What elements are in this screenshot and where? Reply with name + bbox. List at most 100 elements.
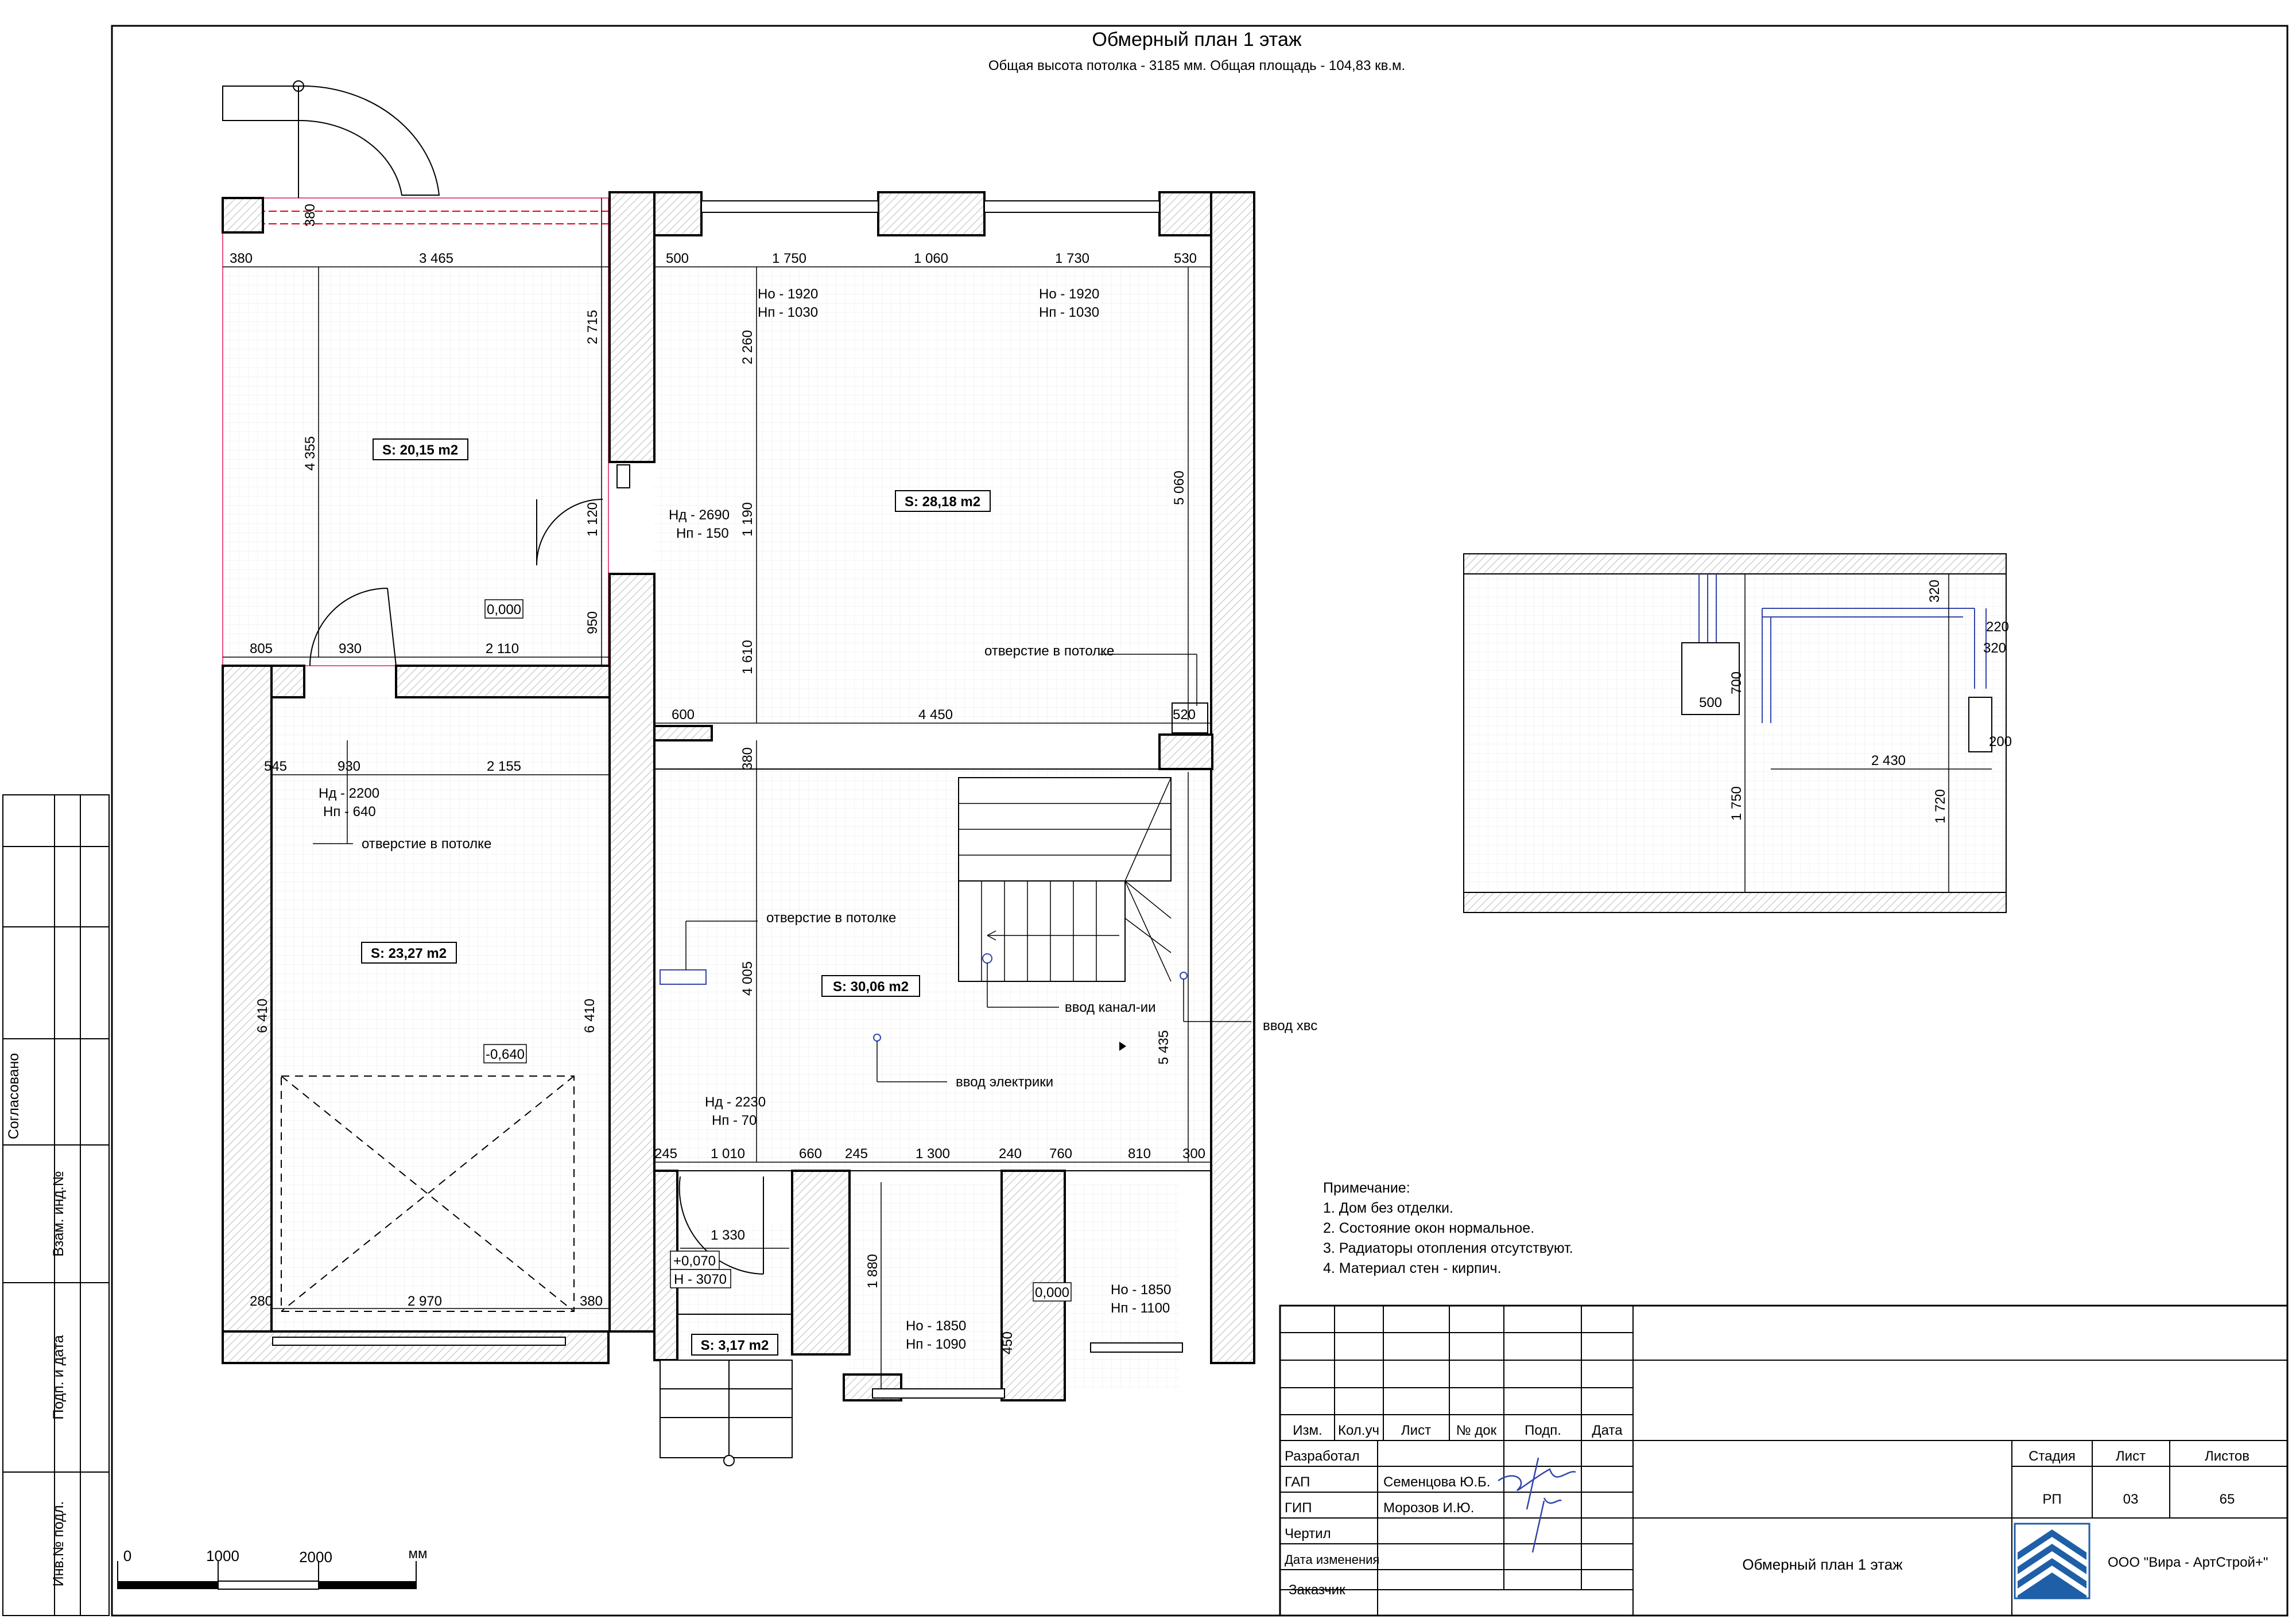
- signature-gap: [1498, 1457, 1576, 1510]
- opening-6-line2: Нп - 1090: [906, 1337, 966, 1352]
- side-stamp: [2, 794, 110, 1616]
- opening-2-line1: Но - 1920: [1039, 286, 1099, 302]
- wall-terrace-corner: [222, 197, 264, 234]
- scale-label-2: 2000: [299, 1548, 332, 1566]
- room-5-area: S: 3,17 m2: [701, 1338, 769, 1353]
- detail-dim-0: 320: [1927, 580, 1942, 603]
- level-room1: 0,000: [487, 602, 521, 618]
- dim-top-0: 380: [230, 251, 253, 266]
- dim-row4-2: 660: [799, 1146, 822, 1162]
- porch-arc: [222, 85, 440, 196]
- callouts: отверстие в потолке отверстие в потолке …: [313, 643, 1317, 1090]
- dim-v-7: 5 060: [1172, 471, 1187, 505]
- tb-stage-header-0: Стадия: [2029, 1449, 2076, 1464]
- wall-top-mid: [877, 191, 986, 236]
- opening-3-line1: Нд - 2690: [669, 507, 730, 523]
- level-vestibule: +0,070: [673, 1253, 716, 1269]
- drawing-title: Обмерный план 1 этаж: [1092, 29, 1301, 51]
- room-1-area: S: 20,15 m2: [382, 442, 458, 458]
- dim-row3-1: 930: [338, 759, 360, 774]
- entry-steps: [660, 1360, 793, 1466]
- title-block: [1279, 1304, 2289, 1617]
- dim-v-5: 950: [585, 611, 600, 634]
- tb-header-5: Дата: [1592, 1423, 1623, 1438]
- opening-2-line2: Нп - 1030: [1039, 305, 1099, 320]
- note-4: 4. Материал стен - кирпич.: [1323, 1260, 1502, 1276]
- detail-dim-8: 1 720: [1933, 789, 1948, 824]
- notes-heading: Примечание:: [1323, 1180, 1410, 1196]
- callout-water: ввод хвс: [1263, 1018, 1317, 1034]
- dim-top-2: 500: [666, 251, 689, 266]
- room-4-area: S: 30,06 m2: [833, 979, 909, 995]
- opening-notes: Но - 1920 Нп - 1030 Но - 1920 Нп - 1030 …: [319, 286, 1171, 1352]
- callout-ceiling-opening-2: отверстие в потолке: [362, 836, 491, 852]
- wall-room3-top-right: [395, 665, 611, 698]
- detail-section: 320 220 320 500 700 2 430 200 1 750 1 72…: [1463, 553, 2012, 913]
- tb-stage-header-2: Листов: [2205, 1449, 2250, 1464]
- detail-dim-5: 2 430: [1871, 753, 1906, 768]
- dim-row2-2: 2 110: [486, 641, 519, 657]
- dim-v-8: 1 610: [740, 640, 755, 674]
- floor-plan: [222, 80, 1255, 1466]
- wall-right-partition: [1158, 733, 1213, 770]
- detail-dim-4: 700: [1729, 671, 1744, 694]
- dim-row2-3: 600: [672, 707, 695, 723]
- wall-room3-left: [222, 665, 273, 1364]
- vertical-dimension-texts: 380 2 715 4 355 2 260 1 120 950 1 190 5 …: [255, 204, 1187, 1354]
- dim-top-1: 3 465: [419, 251, 453, 266]
- stamp-label-signature-date: Подп. и дата: [51, 1335, 67, 1419]
- ceiling-opening-marker: [660, 969, 707, 985]
- dim-top-3: 1 750: [772, 251, 806, 266]
- wall-mid-vertical-lower: [608, 573, 656, 1333]
- dim-v-9: 380: [740, 747, 755, 770]
- door-arc-vestibule: [678, 1176, 764, 1275]
- notes: Примечание: 1. Дом без отделки. 2. Состо…: [1323, 1180, 1573, 1276]
- scale-label-0: 0: [123, 1547, 131, 1564]
- detail-dim-7: 1 750: [1729, 786, 1744, 821]
- callout-ceiling-opening-3: отверстие в потолке: [766, 910, 896, 926]
- wall-bay-left: [791, 1170, 851, 1356]
- stamp-label-agreed: Согласовано: [6, 1053, 22, 1139]
- dim-misc-2: 450: [1000, 1331, 1015, 1354]
- opening-3-line2: Нп - 150: [676, 526, 729, 541]
- wall-mid-vertical-upper: [608, 191, 656, 463]
- sheet-frame: [111, 25, 2289, 1617]
- callout-electric: ввод электрики: [956, 1074, 1053, 1090]
- tb-stage-header-1: Лист: [2116, 1449, 2146, 1464]
- level-bay: 0,000: [1035, 1285, 1069, 1300]
- note-1: 1. Дом без отделки.: [1323, 1200, 1453, 1216]
- dimension-texts: 380 3 465 500 1 750 1 060 1 730 530 805 …: [230, 251, 1205, 1309]
- dim-row2-0: 805: [250, 641, 273, 657]
- callout-sewer: ввод канал-ии: [1065, 1000, 1156, 1015]
- window-top-2: [984, 200, 1160, 213]
- dim-bottom-0: 280: [250, 1294, 273, 1309]
- wall-room3-bottom: [222, 1330, 610, 1364]
- tb-header-0: Изм.: [1293, 1423, 1322, 1438]
- dim-row4-6: 760: [1049, 1146, 1072, 1162]
- detail-dim-6: 200: [1989, 734, 2012, 750]
- callout-ceiling-opening-1: отверстие в потолке: [984, 643, 1114, 659]
- dim-row4-4: 1 300: [916, 1146, 950, 1162]
- dim-v-0: 380: [302, 204, 318, 227]
- opening-5-line2: Нп - 70: [712, 1113, 757, 1128]
- tb-role-2: ГИП: [1285, 1500, 1312, 1516]
- note-2: 2. Состояние окон нормальное.: [1323, 1220, 1534, 1236]
- detail-dim-1: 220: [1986, 619, 2009, 635]
- door-leaf-room3: [387, 588, 397, 666]
- tb-role-5: Заказчик: [1289, 1582, 1345, 1598]
- tb-header-1: Кол.уч: [1338, 1423, 1379, 1438]
- dim-v-6: 1 190: [740, 502, 755, 537]
- detail-dim-2: 320: [1983, 640, 2006, 656]
- room-2-area: S: 28,18 m2: [905, 494, 980, 510]
- tb-role-0: Разработал: [1285, 1449, 1360, 1464]
- dim-row2-5: 520: [1173, 707, 1196, 723]
- door-arc-room3: [309, 588, 388, 666]
- dim-row4-3: 245: [845, 1146, 868, 1162]
- door-arc-room1: [536, 499, 603, 566]
- dim-v-3: 2 260: [740, 330, 755, 364]
- room-1-floor: [224, 267, 607, 666]
- dim-bottom-2: 380: [580, 1294, 603, 1309]
- level-garage: -0,640: [486, 1047, 525, 1062]
- dim-row4-0: 245: [654, 1146, 677, 1162]
- tb-sheet-title: Обмерный план 1 этаж: [1742, 1556, 1903, 1573]
